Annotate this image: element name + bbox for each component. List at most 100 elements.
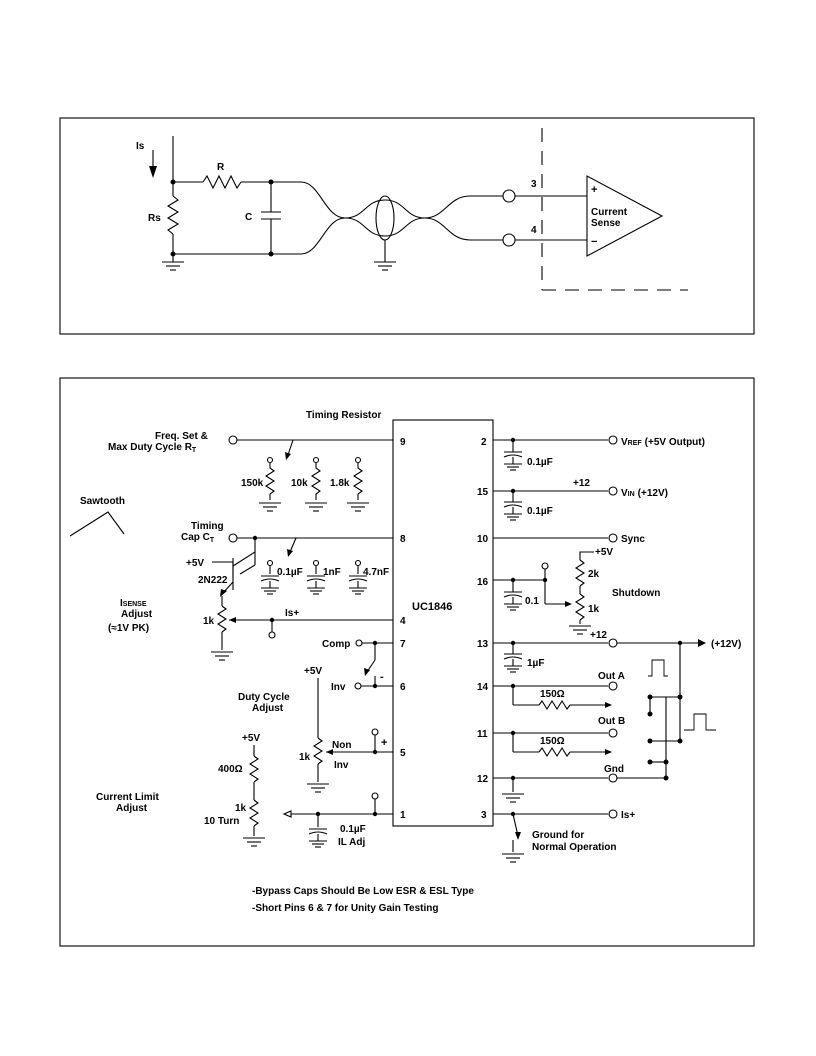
out-a-load-resistor xyxy=(538,699,571,711)
pin-6: 6 xyxy=(400,682,406,693)
timing-cap-label-2: Cap CT xyxy=(181,532,215,544)
note-unity-gain: -Short Pins 6 & 7 for Unity Gain Testing xyxy=(252,903,439,914)
r400-label: 400Ω xyxy=(218,764,243,775)
ten-turn-label: 10 Turn xyxy=(204,816,239,827)
plus5v-a-label: +5V xyxy=(186,558,204,569)
pin-15: 15 xyxy=(477,487,489,498)
pin3-label: 3 xyxy=(531,179,537,190)
out-b-load-resistor xyxy=(538,746,571,758)
amp-plus: + xyxy=(591,184,597,196)
ground-icon xyxy=(568,625,592,635)
vref-bypass-cap xyxy=(503,451,523,471)
timing-cap-label-1: Timing xyxy=(191,521,224,532)
pin-13: 13 xyxy=(477,639,489,650)
r150k-label: 150k xyxy=(241,478,264,489)
vc-bypass-cap xyxy=(503,653,523,673)
current-sense-amplifier xyxy=(586,175,664,257)
pin-4: 4 xyxy=(400,616,406,627)
ground-icon xyxy=(306,783,330,793)
vin-terminal xyxy=(608,486,618,496)
c01-d-label: 0.1 xyxy=(525,596,539,607)
plus12-a-label: +12 xyxy=(573,478,590,489)
isense-label-1: ISENSE xyxy=(120,598,147,609)
plus12v-out-label: (+12V) xyxy=(711,639,741,650)
r150-b-label: 150Ω xyxy=(540,736,565,747)
pin-8: 8 xyxy=(400,534,406,545)
r400-resistor xyxy=(248,755,260,783)
ic-name: UC1846 xyxy=(412,601,452,613)
isense-label-2: Adjust xyxy=(121,609,153,620)
pin-3: 3 xyxy=(481,810,487,821)
pin-14: 14 xyxy=(477,682,489,693)
ground-icon xyxy=(501,853,525,863)
is-label: Is xyxy=(136,141,145,152)
timing-resistor-bank xyxy=(258,456,370,512)
r1k-b-label: 1k xyxy=(299,752,311,763)
shield-ground-icon xyxy=(373,261,397,271)
r2k-label: 2k xyxy=(588,569,600,580)
comp-label: Comp xyxy=(322,639,350,650)
vin-label: VIN(+12V) xyxy=(621,488,668,499)
ground-icon xyxy=(210,651,234,661)
isense-label-3: (≈1V PK) xyxy=(108,623,149,634)
r18k-label: 1.8k xyxy=(330,478,350,489)
c01uf-a-label: 0.1µF xyxy=(277,567,303,578)
plus5v-d-label: +5V xyxy=(595,547,613,558)
sawtooth-label: Sawtooth xyxy=(80,496,125,507)
output-jumper-network xyxy=(617,694,683,781)
pin-4-terminal xyxy=(502,233,516,247)
c01uf-b-label: 0.1µF xyxy=(527,457,553,468)
pin-11: 11 xyxy=(477,729,488,740)
duty-label-1: Duty Cycle xyxy=(238,692,290,703)
timing-cap-terminal xyxy=(228,533,238,543)
freq-set-terminal xyxy=(228,435,238,445)
c-label: C xyxy=(245,212,252,223)
plus5v-b-label: +5V xyxy=(304,666,322,677)
out-a-pulse-icon xyxy=(648,659,668,677)
is-plus-a-label: Is+ xyxy=(285,608,299,619)
freq-set-label-2: Max Duty Cycle RT xyxy=(108,442,197,454)
figure1-frame xyxy=(59,117,755,335)
shutdown-cap xyxy=(503,591,523,611)
r1k-c-label: 1k xyxy=(235,803,247,814)
pin-5: 5 xyxy=(400,748,406,759)
pin-10: 10 xyxy=(477,534,489,545)
vin-bypass-cap xyxy=(503,501,523,521)
out-b-terminal xyxy=(608,728,618,738)
is-plus-terminal xyxy=(608,809,618,819)
duty-label-2: Adjust xyxy=(252,703,284,714)
c1nf-label: 1nF xyxy=(323,567,341,578)
gnd-label: Gnd xyxy=(604,764,624,775)
note-bypass-caps: -Bypass Caps Should Be Low ESR & ESL Typ… xyxy=(252,886,474,897)
pin-9: 9 xyxy=(400,437,406,448)
pin-7: 7 xyxy=(400,639,406,650)
r150-a-label: 150Ω xyxy=(540,689,565,700)
ground-note-1: Ground for xyxy=(532,830,584,841)
pin-16: 16 xyxy=(477,577,489,588)
rs-label: Rs xyxy=(148,213,161,224)
twisted-pair-cable xyxy=(300,181,505,262)
pin-12: 12 xyxy=(477,774,489,785)
r-label: R xyxy=(217,162,225,173)
pin-2: 2 xyxy=(481,437,487,448)
il-adj-cap xyxy=(308,828,328,848)
isense-pot xyxy=(216,605,228,633)
vref-terminal xyxy=(608,435,618,445)
ground-icon xyxy=(242,837,266,847)
ground-icon xyxy=(161,261,185,271)
out-b-label: Out B xyxy=(598,716,625,727)
c47nf-label: 4.7nF xyxy=(363,567,389,578)
timing-resistor-label: Timing Resistor xyxy=(306,410,381,421)
shutdown-label: Shutdown xyxy=(612,588,660,599)
is-plus-b-label: Is+ xyxy=(621,810,635,821)
pin-3-terminal xyxy=(502,189,516,203)
inv-minus: - xyxy=(380,671,384,683)
noninv-label-2: Inv xyxy=(334,760,349,771)
current-arrow-icon xyxy=(149,150,157,178)
gnd-terminal xyxy=(608,773,618,783)
amp-label-sense: Sense xyxy=(591,218,621,229)
rs-resistor xyxy=(166,195,180,235)
amp-minus: − xyxy=(591,236,597,248)
sync-label: Sync xyxy=(621,534,645,545)
